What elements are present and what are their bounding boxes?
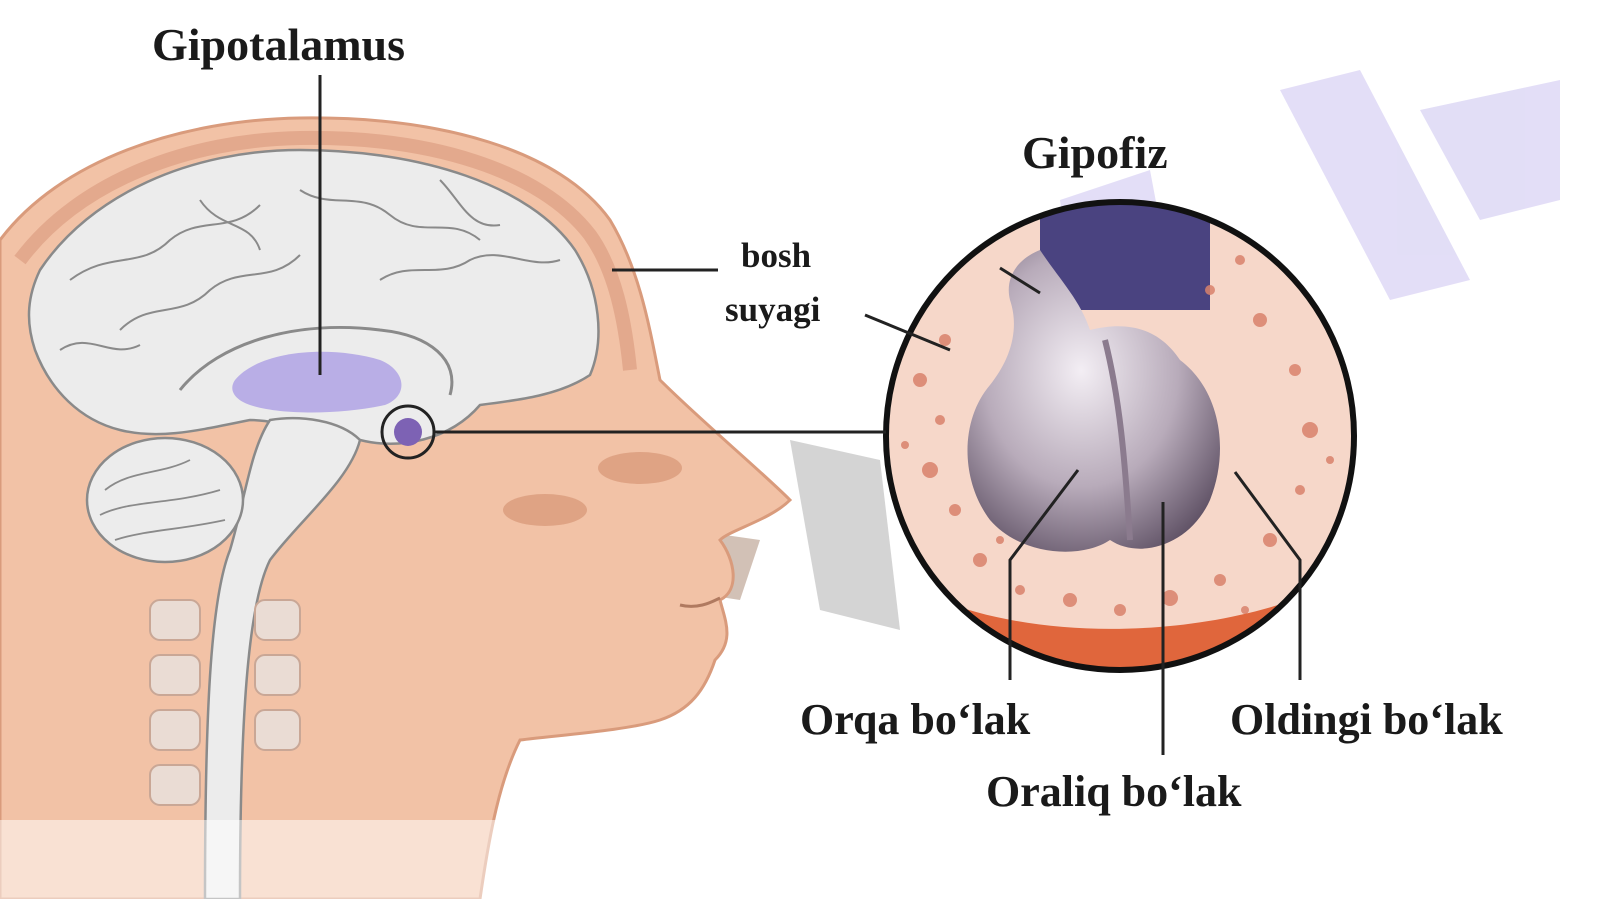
hypothalamus-label: Gipotalamus [152,19,406,70]
skull-label-line1: bosh [741,236,812,275]
sinus [503,494,587,526]
watermark-grey-block [790,440,900,630]
skull-label-line2: suyagi [725,290,821,329]
pituitary-gland [967,250,1220,552]
edge-fade [0,820,600,899]
posterior-lobe-label: Orqa bo‘lak [800,695,1031,744]
sphenoid-floor [900,590,1354,670]
bone-spots [901,255,1334,616]
vertebrae [149,599,301,806]
leader-posterior [1008,469,1080,680]
zoom-circle-border [883,199,1357,673]
lips [679,596,721,608]
leader-skull-zoom [864,313,951,352]
leader-anterior [1233,471,1302,680]
anterior-lobe-label: Oldingi bo‘lak [1230,695,1503,744]
cerebellum-folds [99,459,226,541]
head-illustration [0,116,793,899]
corpus-callosum [178,326,454,396]
pituitary-label: Gipofiz [1022,127,1168,178]
brainstem [203,416,362,899]
brain-gyri [59,179,561,351]
intermediate-division [1102,339,1133,541]
brain [27,148,600,445]
nasal-cavity [598,452,682,484]
hypothalamus-region [232,351,402,413]
watermark-purple-block [1280,70,1470,300]
watermark-purple-block [1420,80,1560,220]
leader-lines [318,75,1302,755]
skull-bone [14,130,637,371]
pituitary-zoom [883,199,1357,673]
leader-top [999,266,1041,295]
intermediate-lobe-label: Oraliq bo‘lak [986,767,1242,816]
pituitary-dot [394,418,422,446]
